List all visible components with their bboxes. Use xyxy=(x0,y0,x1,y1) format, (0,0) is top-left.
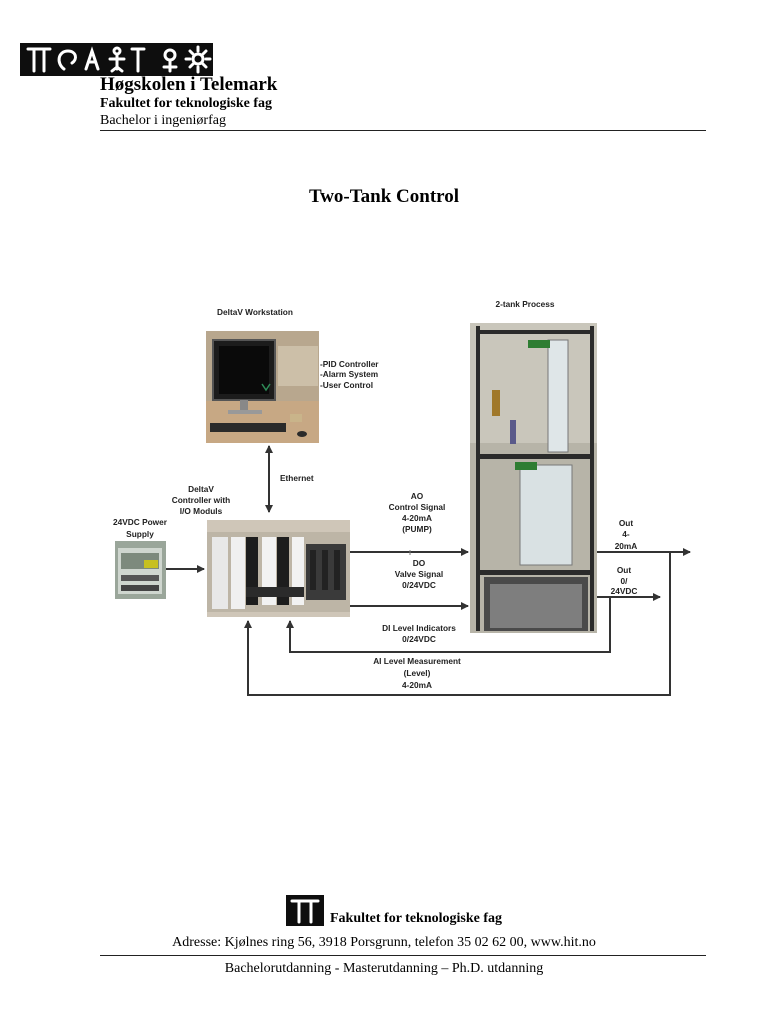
do-label-2: Valve Signal xyxy=(395,569,443,579)
ai-label-2: (Level) xyxy=(404,668,431,678)
controller-label-2: Controller with xyxy=(172,495,231,505)
workstation-photo xyxy=(206,331,319,443)
footer-faculty: Fakultet for teknologiske fag xyxy=(330,911,503,926)
di-feedback-line xyxy=(286,597,611,653)
footer-address: Adresse: Kjølnes ring 56, 3918 Porsgrunn… xyxy=(172,935,596,950)
out-analog-label-2: 4- xyxy=(622,529,630,539)
out-digital-label-1: Out xyxy=(617,565,632,575)
faculty-name: Fakultet for teknologiske fag xyxy=(100,96,273,111)
ao-label-3: 4-20mA xyxy=(402,513,432,523)
ao-label-2: Control Signal xyxy=(389,502,446,512)
controller-photo xyxy=(207,520,350,617)
school-logo xyxy=(20,43,213,76)
out-analog-label-1: Out xyxy=(619,518,634,528)
do-label-1: DO xyxy=(413,558,426,568)
footer-logo xyxy=(286,895,324,926)
ao-label-4: (PUMP) xyxy=(402,524,432,534)
workstation-function-user: -User Control xyxy=(320,380,373,390)
out-digital-label-2: 0/ xyxy=(621,576,629,586)
process-label: 2-tank Process xyxy=(495,299,554,309)
di-label-2: 0/24VDC xyxy=(402,634,436,644)
out-digital-label-3: 24VDC xyxy=(611,586,638,596)
workstation-function-pid: -PID Controller xyxy=(320,359,379,369)
power-supply-label-2: Supply xyxy=(126,529,154,539)
controller-label-1: DeltaV xyxy=(188,484,214,494)
footer-divider xyxy=(100,955,706,956)
ai-label-1: AI Level Measurement xyxy=(373,656,461,666)
do-label-3: 0/24VDC xyxy=(402,580,436,590)
power-supply-label-1: 24VDC Power xyxy=(113,517,168,527)
power-supply-photo xyxy=(115,541,166,599)
signal-lines xyxy=(166,445,691,696)
di-label-1: DI Level Indicators xyxy=(382,623,456,633)
ai-feedback-line xyxy=(244,552,671,696)
controller-label-3: I/O Moduls xyxy=(180,506,223,516)
workstation-label: DeltaV Workstation xyxy=(217,307,293,317)
ao-label-1: AO xyxy=(411,491,424,501)
footer-programs: Bachelorutdanning - Masterutdanning – Ph… xyxy=(224,961,544,976)
ethernet-label: Ethernet xyxy=(280,473,314,483)
logo-glyphs-icon xyxy=(26,45,212,74)
out-analog-label-3: 20mA xyxy=(615,541,638,551)
document-title: Two-Tank Control xyxy=(308,186,460,207)
program-name: Bachelor i ingeniørfag xyxy=(100,113,226,128)
footer-logo-glyph-icon xyxy=(290,899,320,924)
school-name: Høgskolen i Telemark xyxy=(100,74,278,95)
header-divider xyxy=(100,130,706,131)
workstation-function-alarm: -Alarm System xyxy=(320,369,378,379)
two-tank-process-photo xyxy=(470,323,597,633)
ai-label-3: 4-20mA xyxy=(402,680,432,690)
